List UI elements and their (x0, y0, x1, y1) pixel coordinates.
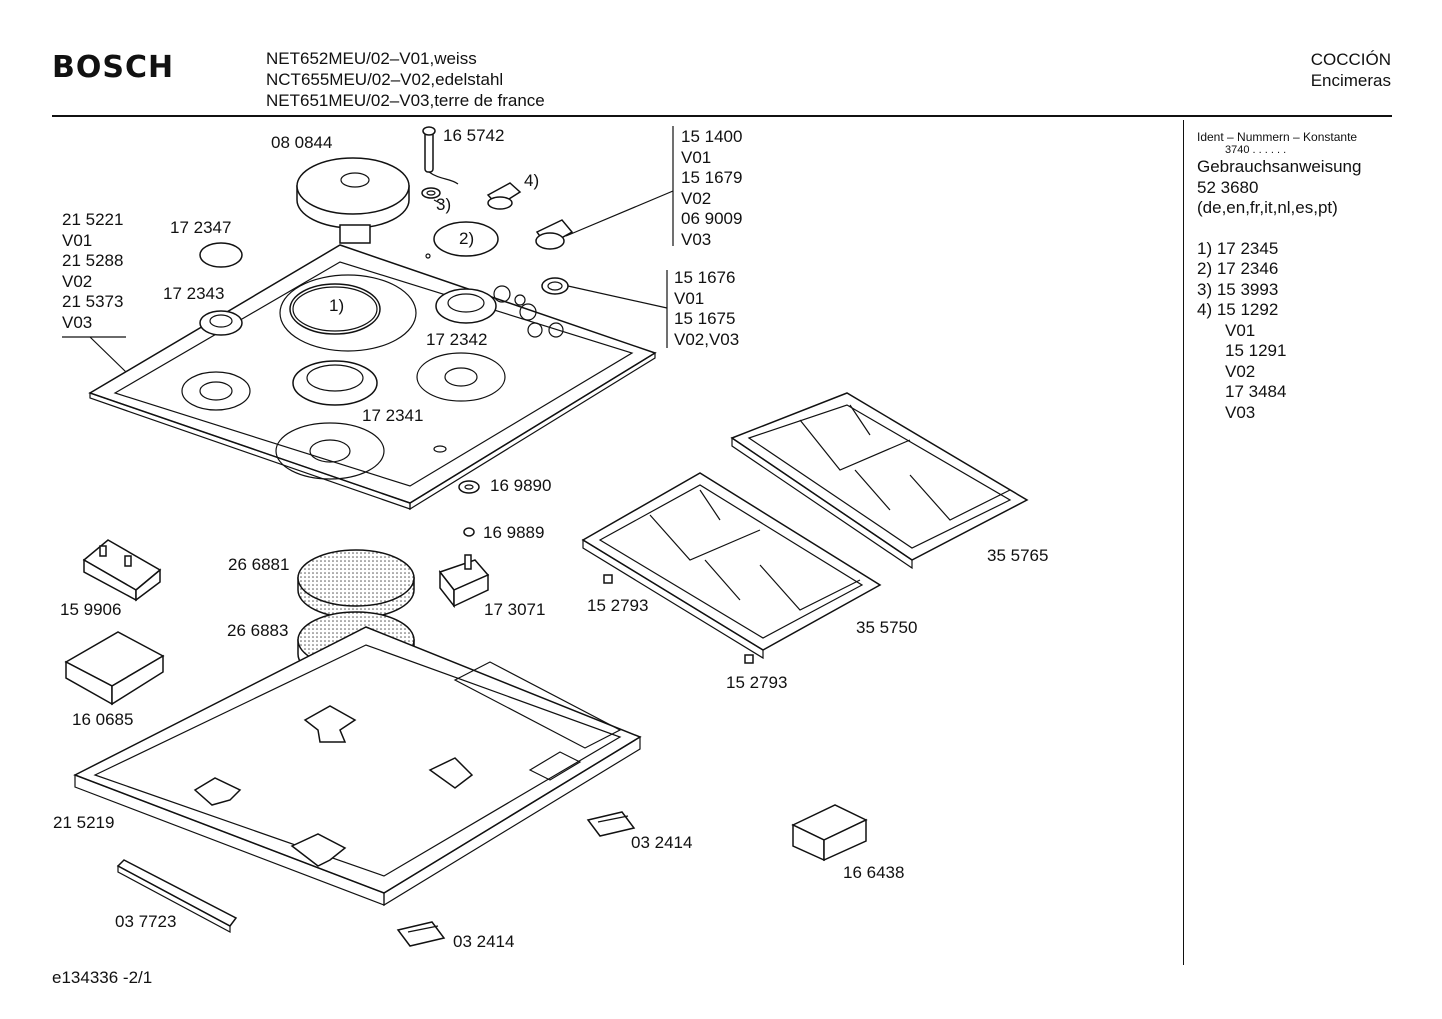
label-terminal-box: 16 0685 (72, 710, 134, 729)
knob-number: 06 9009 (681, 209, 743, 228)
knob-4 (486, 182, 522, 210)
ref-3: 3) 15 3993 (1197, 279, 1279, 299)
frame-variant: V01 (62, 230, 93, 250)
control-knob (535, 219, 574, 250)
knob-seal (541, 277, 569, 295)
seal-variant: V01 (674, 288, 705, 308)
gas-valve (438, 554, 490, 609)
label-burner-small: 17 2343 (163, 284, 225, 303)
frame-number: 21 5373 (62, 292, 124, 311)
label-callout-4: 4) (524, 171, 540, 190)
rubber-foot (603, 574, 613, 584)
label-hotplate: 08 0844 (271, 133, 333, 152)
knob-group-1: 15 1400 V01 15 1679 V02 06 9009 V03 (681, 127, 742, 250)
header-rule (52, 115, 1392, 117)
label-gas-valve: 17 3071 (484, 600, 546, 619)
ref-4-variant: 15 1291 (1225, 341, 1287, 360)
seal-number: 15 1676 (674, 268, 736, 287)
cap-disc-2 (433, 221, 499, 257)
sidebar-divider (1183, 120, 1184, 965)
label-igniter: 15 9906 (60, 600, 122, 619)
igniter-module (82, 539, 162, 602)
label-callout-2: 2) (459, 229, 475, 248)
model-list: NET652MEU/02–V01,weiss NCT655MEU/02–V02,… (266, 48, 545, 111)
label-foot-2: 15 2793 (726, 673, 788, 692)
label-junction-box: 16 6438 (843, 863, 905, 882)
manual-languages: (de,en,fr,it,nl,es,pt) (1197, 198, 1338, 217)
frame-number: 21 5288 (62, 251, 124, 270)
ref-4-variant: V02 (1225, 361, 1256, 381)
gasket-ring (458, 480, 480, 494)
manual-label: Gebrauchsanweisung (1197, 157, 1362, 176)
ref-4-variant: V01 (1225, 320, 1256, 340)
label-clamp-1: 03 2414 (631, 833, 693, 852)
ident-constant: 3740 . . . . . . (1225, 144, 1287, 156)
frame-variant: V02 (62, 271, 93, 291)
knob-variant: V01 (681, 147, 712, 167)
label-cover-bottom: 26 6883 (227, 621, 289, 640)
knob-number: 15 1679 (681, 168, 743, 187)
seal-strip (116, 859, 238, 934)
ref-1: 1) 17 2345 (1197, 238, 1279, 258)
model-v03: NET651MEU/02–V03,terre de france (266, 91, 545, 110)
cover-disc-1 (199, 242, 243, 268)
label-seal-strip: 03 7723 (115, 912, 177, 931)
electric-hotplate (296, 157, 410, 244)
label-cover-top: 26 6881 (228, 555, 290, 574)
label-burner-large: 17 2341 (362, 406, 424, 425)
label-bottom-tray: 21 5219 (53, 813, 115, 832)
knob-variant: V02 (681, 188, 712, 208)
knob-number: 15 1400 (681, 127, 743, 146)
label-cover-disc: 17 2347 (170, 218, 232, 237)
frame-group: 21 5221 V01 21 5288 V02 21 5373 V03 (62, 210, 123, 333)
sidebar: Ident – Nummern – Konstante 3740 . . . .… (1197, 130, 1397, 423)
label-callout-3: 3) (436, 195, 452, 214)
label-callout-1: 1) (329, 296, 345, 315)
ref-4-variant: V03 (1225, 402, 1256, 422)
terminal-box (64, 631, 165, 706)
cap-disc-3 (421, 187, 441, 199)
label-pan-support-right: 35 5765 (987, 546, 1049, 565)
pan-support-left (581, 472, 882, 660)
mounting-clamp (586, 811, 636, 837)
label-pan-support-left: 35 5750 (856, 618, 918, 637)
seal-number: 15 1675 (674, 309, 736, 328)
ref-4: 4) 15 1292 (1197, 300, 1279, 319)
rubber-foot (744, 654, 754, 664)
ref-2: 2) 17 2346 (1197, 259, 1279, 278)
ref-4-variant: 17 3484 (1225, 382, 1287, 401)
leader-lines (62, 126, 674, 373)
model-v02: NCT655MEU/02–V02,edelstahl (266, 70, 504, 89)
seal-variant: V02,V03 (674, 329, 740, 349)
label-spark-plug: 16 5742 (443, 126, 505, 145)
category-subtitle: Encimeras (1310, 71, 1391, 90)
label-gasket-ring: 16 9890 (490, 476, 552, 495)
document-id: e134336 -2/1 (52, 968, 153, 987)
label-clamp-2: 03 2414 (453, 932, 515, 951)
category-title: COCCIÓN (1310, 50, 1391, 69)
label-small-ring: 16 9889 (483, 523, 545, 542)
hob-top-plate (88, 244, 657, 511)
knob-group-2: 15 1676 V01 15 1675 V02,V03 (674, 268, 739, 350)
burner-cover-top (297, 549, 415, 619)
mounting-clamp (396, 921, 446, 947)
small-ring (463, 527, 475, 537)
frame-variant: V03 (62, 312, 93, 332)
frame-number: 21 5221 (62, 210, 124, 229)
model-v01: NET652MEU/02–V01,weiss (266, 49, 477, 68)
pan-support-right (730, 392, 1029, 570)
bottom-tray (73, 626, 642, 907)
junction-box (791, 804, 868, 862)
label-foot-1: 15 2793 (587, 596, 649, 615)
knob-variant: V03 (681, 229, 712, 249)
ident-title: Ident – Nummern – Konstante (1197, 130, 1358, 144)
spark-plug (422, 126, 459, 185)
label-burner-medium: 17 2342 (426, 330, 488, 349)
category: COCCIÓN Encimeras (1311, 49, 1391, 91)
manual-number: 52 3680 (1197, 177, 1259, 197)
brand-logo: BOSCH (52, 50, 175, 85)
